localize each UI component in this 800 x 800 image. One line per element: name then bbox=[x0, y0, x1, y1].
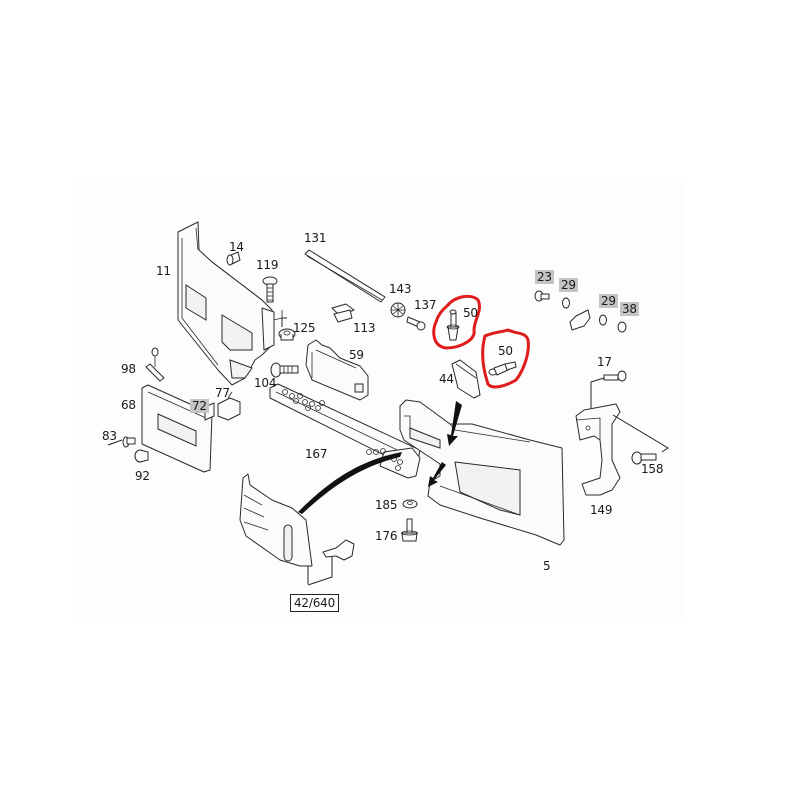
part-label-23[interactable]: 23 bbox=[535, 270, 554, 284]
part-label-11[interactable]: 11 bbox=[156, 264, 171, 278]
part-label-59[interactable]: 59 bbox=[349, 348, 364, 362]
part-38-nut[interactable] bbox=[617, 321, 627, 333]
part-label-50a[interactable]: 50 bbox=[463, 306, 478, 320]
part-label-77[interactable]: 77 bbox=[215, 386, 230, 400]
part-29-washer-a[interactable] bbox=[562, 297, 570, 309]
part-label-17[interactable]: 17 bbox=[597, 355, 612, 369]
part-137-pin[interactable] bbox=[406, 316, 426, 331]
part-label-104[interactable]: 104 bbox=[254, 376, 277, 390]
part-42-640-lower-bumper-lamp[interactable] bbox=[239, 473, 355, 567]
part-label-185[interactable]: 185 bbox=[375, 498, 398, 512]
part-label-137[interactable]: 137 bbox=[414, 298, 437, 312]
part-label-83[interactable]: 83 bbox=[102, 429, 117, 443]
part-98-bar[interactable] bbox=[145, 347, 165, 382]
part-158-screw[interactable] bbox=[631, 451, 657, 465]
part-50-clip-upper[interactable] bbox=[446, 309, 460, 341]
part-label-29a[interactable]: 29 bbox=[559, 278, 578, 292]
part-label-72[interactable]: 72 bbox=[190, 399, 209, 413]
assembly-arrow-5-lower bbox=[428, 462, 446, 487]
part-104-screw[interactable] bbox=[270, 362, 299, 378]
leader-17 bbox=[590, 377, 605, 408]
part-50-clip-lower[interactable] bbox=[488, 361, 517, 376]
part-label-38[interactable]: 38 bbox=[620, 302, 639, 316]
part-92-plug[interactable] bbox=[134, 449, 149, 463]
assembly-arrow-167 bbox=[298, 452, 402, 514]
annotation-circle-50-lower bbox=[481, 328, 530, 389]
part-77-clip[interactable] bbox=[217, 391, 241, 421]
part-label-113[interactable]: 113 bbox=[353, 321, 376, 335]
part-label-98[interactable]: 98 bbox=[121, 362, 136, 376]
part-83-bolt[interactable] bbox=[107, 436, 136, 448]
part-29-washer-b[interactable] bbox=[599, 314, 607, 326]
leader-158 bbox=[612, 414, 669, 453]
part-176-bolt[interactable] bbox=[401, 518, 418, 542]
part-185-washer[interactable] bbox=[402, 499, 418, 509]
part-149-support-bracket[interactable] bbox=[575, 403, 621, 496]
part-125-flange-nut[interactable] bbox=[278, 328, 296, 341]
part-59-bracket[interactable] bbox=[305, 339, 369, 401]
part-label-29b[interactable]: 29 bbox=[599, 294, 618, 308]
part-label-176[interactable]: 176 bbox=[375, 529, 398, 543]
part-label-167[interactable]: 167 bbox=[305, 447, 328, 461]
part-bracket-small[interactable] bbox=[569, 309, 591, 331]
leader-125 bbox=[281, 317, 287, 327]
part-11-left-bumper-section[interactable] bbox=[177, 221, 283, 386]
part-label-119[interactable]: 119 bbox=[256, 258, 279, 272]
part-label-143[interactable]: 143 bbox=[389, 282, 412, 296]
part-131-trim-strip[interactable] bbox=[304, 249, 386, 303]
part-label-68[interactable]: 68 bbox=[121, 398, 136, 412]
part-5-right-bumper-section[interactable] bbox=[399, 399, 565, 546]
part-label-42_640[interactable]: 42/640 bbox=[290, 594, 340, 612]
part-label-92[interactable]: 92 bbox=[135, 469, 150, 483]
part-label-125[interactable]: 125 bbox=[293, 321, 316, 335]
part-113-clip-nut[interactable] bbox=[331, 303, 355, 323]
part-14-plug[interactable] bbox=[226, 251, 241, 266]
annotation-circle-50-upper bbox=[432, 294, 481, 350]
part-167-center-rail[interactable] bbox=[269, 383, 421, 479]
leader-42-640 bbox=[307, 557, 333, 586]
assembly-arrow-44 bbox=[447, 401, 462, 446]
part-143-clip-washer[interactable] bbox=[390, 302, 406, 318]
part-label-149[interactable]: 149 bbox=[590, 503, 613, 517]
part-23-bolt[interactable] bbox=[534, 290, 550, 302]
part-119-screw[interactable] bbox=[262, 276, 278, 303]
part-label-5[interactable]: 5 bbox=[543, 559, 551, 573]
part-label-131[interactable]: 131 bbox=[304, 231, 327, 245]
part-label-50b[interactable]: 50 bbox=[498, 344, 513, 358]
part-44-cover[interactable] bbox=[451, 359, 481, 399]
part-label-14[interactable]: 14 bbox=[229, 240, 244, 254]
part-label-158[interactable]: 158 bbox=[641, 462, 664, 476]
part-17-bolt[interactable] bbox=[603, 370, 627, 382]
part-label-44[interactable]: 44 bbox=[439, 372, 454, 386]
